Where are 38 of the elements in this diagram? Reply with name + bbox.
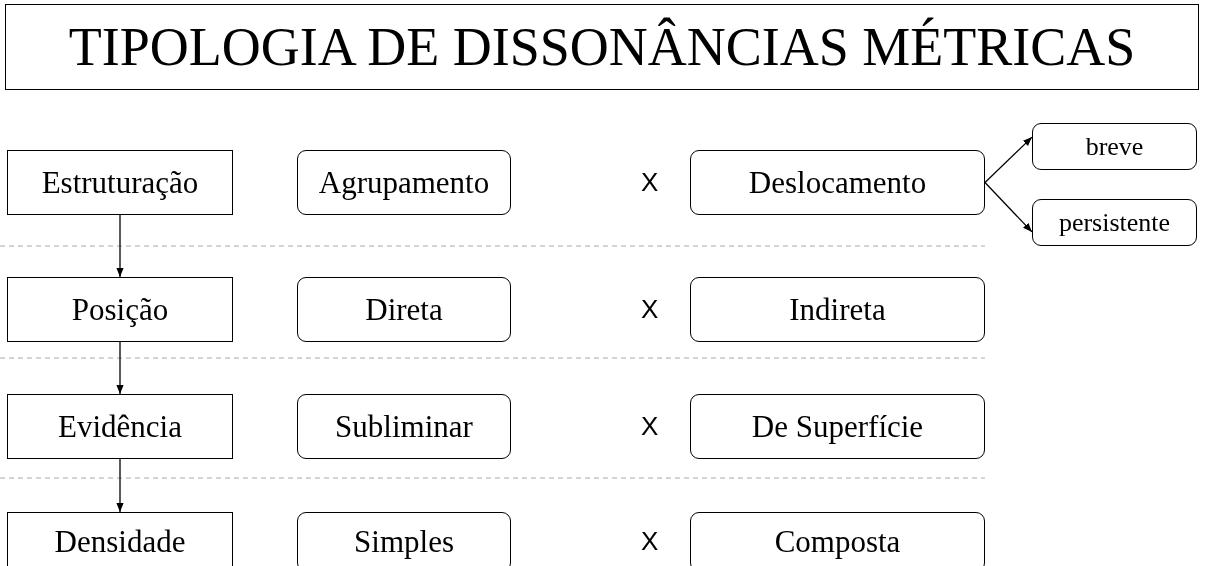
node-label: Evidência <box>58 408 182 445</box>
arrow <box>984 136 1033 184</box>
option-box <box>690 512 985 566</box>
arrow <box>116 341 124 395</box>
versus-mark: X <box>641 526 659 557</box>
category-box <box>7 150 233 215</box>
option-box <box>297 150 511 215</box>
option-box <box>690 277 985 342</box>
option-box <box>1032 123 1197 170</box>
category-box <box>7 394 233 459</box>
option-box <box>690 394 985 459</box>
arrow <box>116 214 124 278</box>
versus-mark: X <box>641 411 659 442</box>
option-box <box>297 394 511 459</box>
option-box <box>690 150 985 215</box>
node-label: Agrupamento <box>318 164 490 201</box>
node-label: Estruturação <box>41 164 199 201</box>
node-label: breve <box>1085 131 1144 162</box>
option-box <box>297 512 511 566</box>
category-box <box>7 277 233 342</box>
arrow <box>116 458 124 513</box>
node-label: Densidade <box>54 524 186 560</box>
title: TIPOLOGIA DE DISSONÂNCIAS MÉTRICAS <box>68 16 1136 78</box>
node-label: persistente <box>1058 207 1171 238</box>
versus-mark: X <box>641 167 659 198</box>
node-label: Deslocamento <box>748 164 927 201</box>
node-label: De Superfície <box>751 408 924 445</box>
node-label: Simples <box>354 524 454 560</box>
arrow <box>984 181 1033 233</box>
option-box <box>297 277 511 342</box>
category-box <box>7 512 233 566</box>
node-label: Indireta <box>789 291 886 328</box>
node-label: Composta <box>774 524 901 560</box>
versus-mark: X <box>641 294 659 325</box>
node-label: Direta <box>365 291 443 328</box>
node-label: Posição <box>71 291 169 328</box>
option-box <box>1032 199 1197 246</box>
node-label: Subliminar <box>335 408 473 445</box>
